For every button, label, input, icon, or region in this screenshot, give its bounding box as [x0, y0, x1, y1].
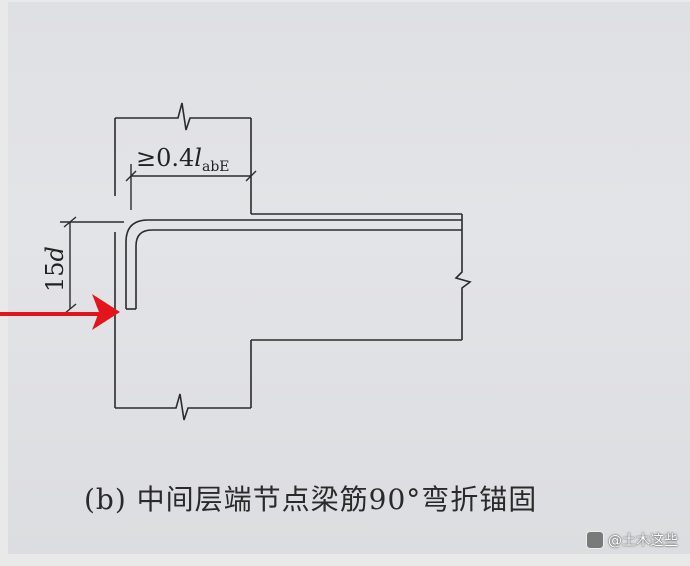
column-top-break-line	[115, 102, 251, 131]
beam-rebar	[125, 219, 462, 310]
left-dimension-label: 15d	[41, 246, 69, 292]
column-outline	[114, 102, 252, 421]
red-arrow-icon	[0, 294, 120, 330]
diagram-caption: (b) 中间层端节点梁筋90°弯折锚固	[84, 483, 538, 516]
column-bottom-break-line	[115, 393, 251, 421]
rebar-inner-line	[135, 229, 462, 309]
top-dimension	[125, 164, 257, 210]
top-dimension-tick-right	[245, 170, 257, 182]
watermark-logo-icon	[586, 531, 604, 549]
watermark: @土木这些	[586, 530, 678, 550]
top-dimension-tick-left	[125, 170, 137, 182]
left-dimension-tick-top	[63, 216, 77, 228]
rebar-outer-line	[125, 219, 462, 309]
watermark-text: @土木这些	[608, 533, 678, 549]
beam-outline	[251, 213, 472, 341]
paper-sheet	[8, 2, 690, 554]
top-dimension-label: ≥0.4labE	[136, 144, 230, 175]
beam-break-line	[454, 214, 472, 340]
